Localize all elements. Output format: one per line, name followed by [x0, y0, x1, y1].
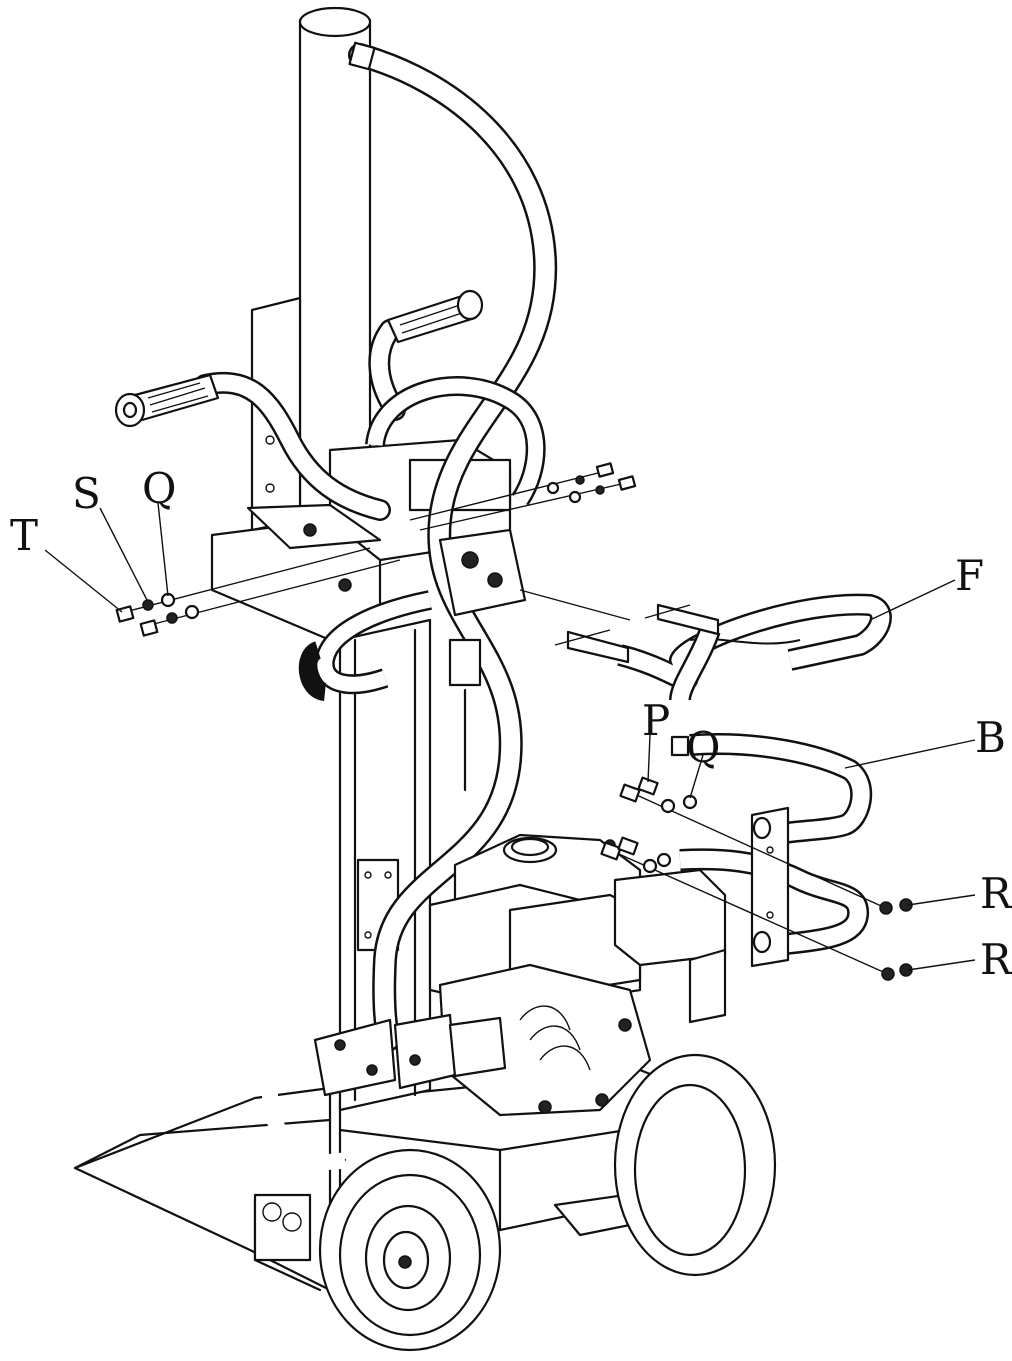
hardware-right — [600, 776, 913, 981]
label-s: S — [72, 469, 101, 518]
foot-plate — [73, 1086, 332, 1292]
label-b: B — [975, 713, 1006, 762]
hydraulic-hose-loop — [298, 376, 546, 701]
nut-r-lower — [881, 963, 913, 981]
tow-handle-f — [554, 593, 892, 702]
washer-s — [142, 599, 178, 624]
leader-lines — [44, 502, 976, 971]
label-q-right: Q — [686, 723, 720, 772]
left-wheel — [318, 1148, 502, 1352]
hydraulic-hose-main — [348, 41, 558, 1052]
label-p: P — [642, 696, 670, 745]
hydraulic-pump — [313, 1013, 507, 1097]
bolt-t-lower — [139, 619, 159, 637]
washer-q-right — [660, 794, 698, 814]
label-t: T — [10, 511, 38, 560]
hardware-top-right — [409, 462, 637, 621]
return-hose-lower — [262, 1031, 347, 1170]
engine — [428, 833, 727, 1117]
bolt-t-upper — [115, 605, 135, 623]
bolt-p — [619, 776, 659, 803]
control-valve — [438, 528, 527, 792]
nut-r-upper — [879, 898, 913, 915]
label-f: F — [955, 551, 984, 600]
hardware-left — [115, 547, 401, 637]
right-wheel — [613, 1053, 777, 1277]
left-control-handle — [114, 371, 391, 521]
handle-b — [670, 733, 873, 968]
label-r-lower: R — [980, 935, 1012, 984]
label-r-upper: R — [980, 869, 1012, 918]
label-q-left: Q — [142, 464, 176, 513]
